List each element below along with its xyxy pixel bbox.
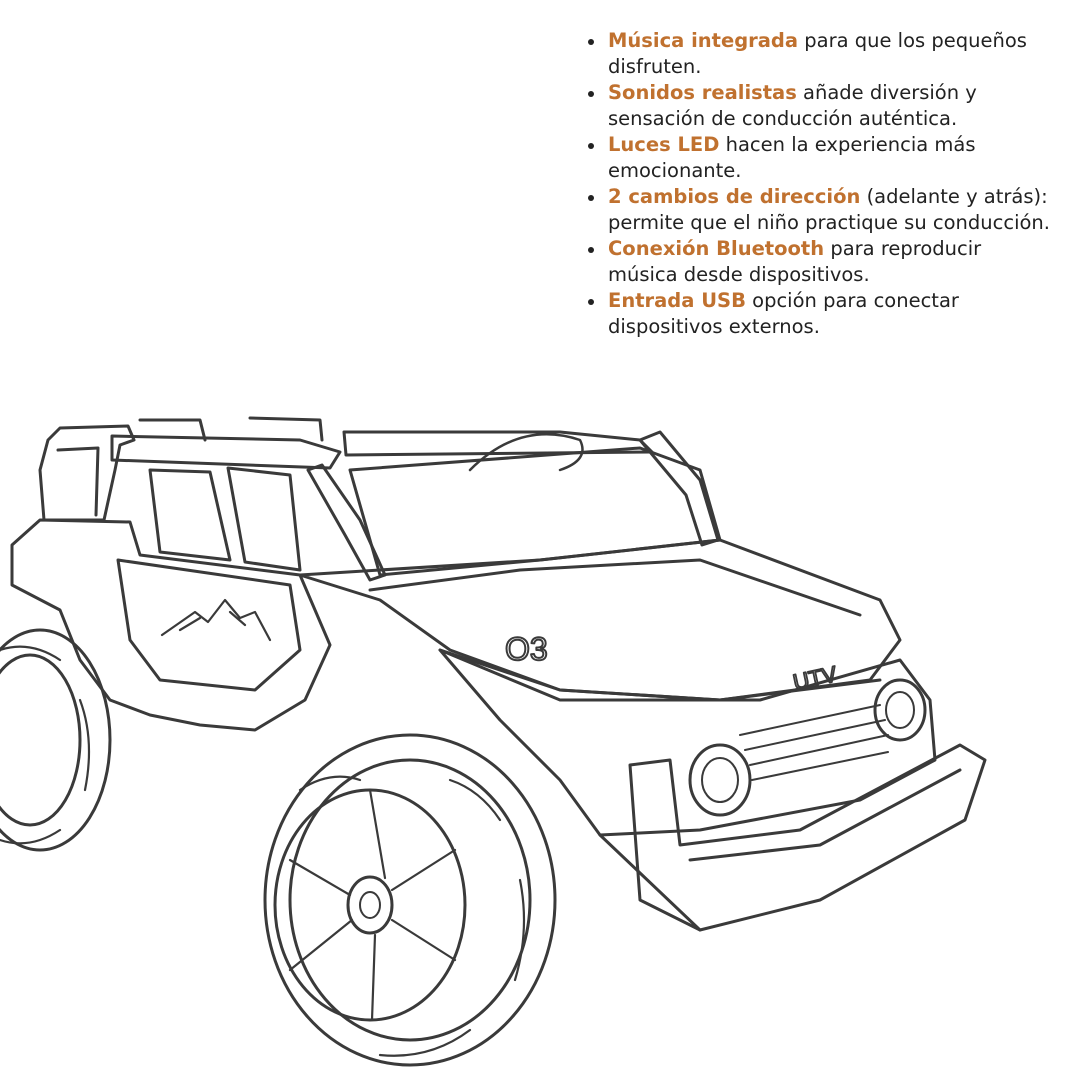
grille-logo: UTV (791, 661, 840, 695)
feature-text: hacen la experiencia más emocionante. (608, 133, 976, 182)
feature-text: para reproducir música desde dispositivo… (608, 237, 982, 286)
feature-highlight: Sonidos realistas (608, 81, 797, 104)
mountain-decal-icon (160, 598, 272, 642)
feature-item: 2 cambios de dirección (adelante y atrás… (585, 184, 1055, 236)
feature-text: (adelante y atrás): permite que el niño … (608, 185, 1050, 234)
utv-vehicle-illustration: O3 UTV (0, 395, 1080, 1080)
headlight-left (688, 743, 752, 817)
front-roll-bar-post (306, 463, 387, 582)
rear-wheel (0, 628, 112, 852)
feature-highlight: Entrada USB (608, 289, 746, 312)
hood-number-badge: O3 (505, 631, 548, 667)
steering-wheel (468, 433, 584, 472)
front-wheel (263, 733, 557, 1067)
feature-highlight: Luces LED (608, 133, 720, 156)
feature-item: Conexión Bluetooth para reproducir músic… (585, 236, 1055, 288)
feature-item: Música integrada para que los pequeños d… (585, 28, 1055, 80)
feature-highlight: Música integrada (608, 29, 799, 52)
feature-item: Luces LED hacen la experiencia más emoci… (585, 132, 1055, 184)
feature-highlight: Conexión Bluetooth (608, 237, 825, 260)
feature-item: Sonidos realistas añade diversión y sens… (585, 80, 1055, 132)
headlight-right (873, 678, 927, 742)
feature-list: Música integrada para que los pequeños d… (585, 28, 1055, 340)
feature-highlight: 2 cambios de dirección (608, 185, 861, 208)
feature-text: añade diversión y sensación de conducció… (608, 81, 977, 130)
front-bumper (628, 743, 987, 932)
feature-item: Entrada USB opción para conectar disposi… (585, 288, 1055, 340)
feature-text: opción para conectar dispositivos extern… (608, 289, 959, 338)
feature-text: para que los pequeños disfruten. (608, 29, 1027, 78)
front-fascia (438, 648, 937, 837)
side-body-panel (10, 518, 332, 732)
rear-roll-bar (38, 424, 136, 522)
